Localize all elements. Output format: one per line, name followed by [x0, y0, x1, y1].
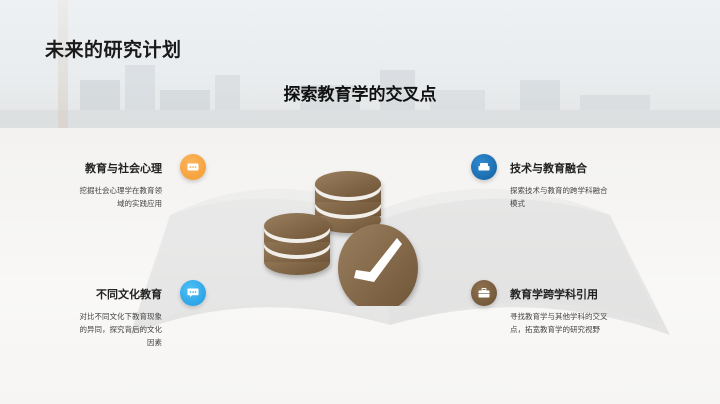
item-heading: 教育学跨学科引用: [510, 288, 598, 301]
chat-bubble-icon: [180, 154, 206, 180]
item-interdisciplinary-citation: 教育学跨学科引用 寻找教育学与其他学科的交叉 点，拓宽教育学的研究视野: [510, 286, 660, 336]
item-description: 对比不同文化下教育现象 的异同，探究背后的文化 因素: [79, 312, 163, 347]
slide-subtitle: 探索教育学的交叉点: [283, 85, 437, 105]
city-skyline-background: [0, 65, 720, 130]
item-heading: 技术与教育融合: [510, 162, 587, 175]
item-technology-integration: 技术与教育融合 探索技术与教育的跨学科融合 模式: [510, 160, 660, 210]
window-pillar: [58, 0, 68, 130]
chat-bubble-icon: [180, 280, 206, 306]
item-cross-cultural-education: 不同文化教育 对比不同文化下教育现象 的异同，探究背后的文化 因素: [12, 286, 163, 349]
item-heading: 不同文化教育: [96, 288, 162, 301]
armchair-icon: [471, 154, 497, 180]
briefcase-icon: [471, 280, 497, 306]
item-description: 寻找教育学与其他学科的交叉 点，拓宽教育学的研究视野: [510, 312, 608, 334]
slide-title: 未来的研究计划: [45, 39, 182, 61]
item-social-psychology: 教育与社会心理 挖掘社会心理学在教育领 域的实践应用: [12, 160, 163, 210]
item-description: 探索技术与教育的跨学科融合 模式: [510, 186, 608, 208]
item-heading: 教育与社会心理: [85, 162, 162, 175]
item-description: 挖掘社会心理学在教育领 域的实践应用: [79, 186, 163, 208]
coins-check-icon: [264, 171, 418, 306]
